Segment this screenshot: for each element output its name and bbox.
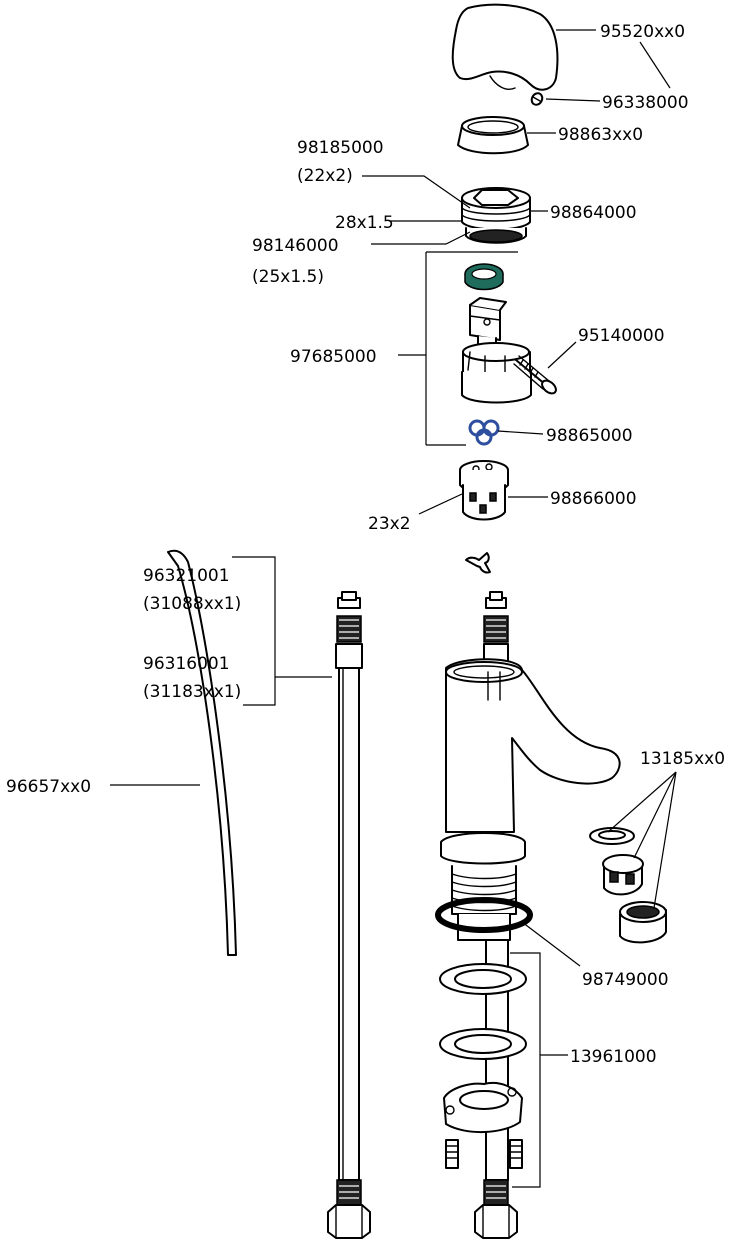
label-98866000: 98866000 [550,489,637,509]
label-96321001: 96321001 [143,566,230,586]
gasket-part [435,897,533,933]
supply-hose-part [327,591,371,1239]
curved-hose-part [167,549,237,956]
flow-star-part [465,552,491,574]
label-13185xx0: 13185xx0 [640,749,725,769]
threaded-nut-part [461,187,531,244]
label-98185000-size: (22x2) [297,166,353,186]
handle-lever-part [451,3,559,91]
aerator-set-part [589,827,667,944]
label-97685000: 97685000 [290,347,377,367]
leader-lines [110,29,677,1188]
label-thread-23x2: 23x2 [368,514,411,534]
insert-part [459,460,509,521]
label-13961000: 13961000 [570,1047,657,1067]
label-96316001-ref: (31183xx1) [143,682,241,702]
label-96657xx0: 96657xx0 [6,777,91,797]
part-labels: 95520xx0 96338000 98863xx0 98185000 (22x… [6,22,725,1067]
label-95140000: 95140000 [578,326,665,346]
mounting-kit-part [439,963,527,1169]
cover-cap-part [457,116,529,155]
label-98749000: 98749000 [582,970,669,990]
label-thread-28x1-5: 28x1.5 [335,213,394,233]
label-98146000-size: (25x1.5) [252,267,324,287]
label-98864000: 98864000 [550,203,637,223]
tap-hose-nut-part [474,1179,518,1239]
screw-part [513,355,557,395]
label-98863xx0: 98863xx0 [558,125,643,145]
o-rings-part [468,419,500,446]
label-96338000: 96338000 [602,93,689,113]
label-98146000: 98146000 [252,236,339,256]
cartridge-part [461,297,532,404]
grub-screw-part [530,92,544,106]
label-95520xx0: 95520xx0 [600,22,685,42]
label-96316001: 96316001 [143,654,230,674]
label-98185000: 98185000 [297,138,384,158]
green-ring-part [464,263,504,291]
label-98865000: 98865000 [546,426,633,446]
label-96321001-ref: (31088xx1) [143,594,241,614]
